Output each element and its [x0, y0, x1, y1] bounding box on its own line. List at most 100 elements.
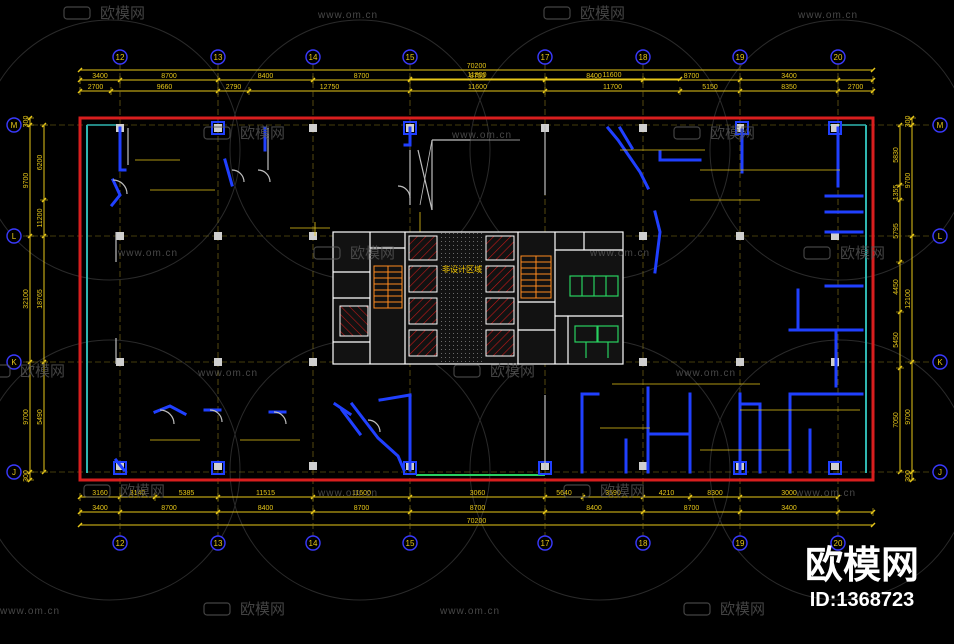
dim-top-row4: 2700 — [88, 84, 104, 91]
dim-bottom-row1: 3000 — [781, 490, 797, 497]
watermark-logo: 欧模网 — [240, 600, 285, 618]
grid-bubble-ring — [305, 535, 321, 551]
inner-dimension-details — [135, 149, 860, 451]
brand-big-text: 欧模网 — [805, 543, 919, 587]
grid-bubble-ring — [932, 117, 948, 133]
dim-top-row3: 3400 — [781, 73, 797, 80]
core-label: 非设计区域 — [442, 264, 482, 274]
dim-bottom-row1: 11515 — [256, 490, 275, 497]
grid-bubble-ring — [932, 464, 948, 480]
dim-bottom-row1: 3590 — [605, 490, 621, 497]
watermark-logo: 欧模网 — [720, 600, 765, 618]
column — [214, 462, 222, 470]
watermark-logo-icon — [563, 484, 591, 498]
watermark-logo-icon — [203, 602, 231, 616]
dim-right-outer: 12100 — [905, 289, 912, 309]
dim-top-row4: 11700 — [603, 84, 622, 91]
dim-right-outer: 300 — [905, 470, 912, 482]
partition-walls — [109, 125, 864, 474]
grid-bubble-ring — [6, 354, 22, 370]
column-casing — [828, 121, 842, 135]
grid-bubble-right-L: L — [938, 232, 943, 241]
dim-top-row4: 11600 — [468, 84, 487, 91]
grid-bubble-ring — [6, 228, 22, 244]
grid-bubble-bottom-18: 18 — [639, 539, 648, 548]
dim-top-row3: 8700 — [470, 73, 486, 80]
watermark-logo: 欧模网 — [710, 124, 755, 142]
watermark-url: www.om.cn — [197, 368, 258, 379]
grid-bubble-ring — [402, 49, 418, 65]
grid-bubble-bottom-15: 15 — [406, 539, 415, 548]
dim-bottom-row2: 8400 — [586, 505, 602, 512]
column — [214, 358, 222, 366]
watermark-url: www.om.cn — [0, 606, 60, 617]
dim-bottom-row2: 8400 — [258, 505, 274, 512]
dim-right-inner: 5450 — [893, 332, 900, 348]
dim-left-outer: 300 — [23, 116, 30, 128]
dim-top-row4: 8350 — [781, 84, 797, 91]
grid-bubble-top-18: 18 — [639, 53, 648, 62]
dim-top-row4: 5150 — [702, 84, 718, 91]
dim-bottom-row1: 3140 — [130, 490, 146, 497]
grid-bubble-ring — [830, 49, 846, 65]
dim-left-inner: 5490 — [37, 409, 44, 425]
dim-bottom-row2: 8700 — [470, 505, 486, 512]
column-casing — [211, 461, 225, 475]
central-core: 非设计区域 — [332, 231, 624, 365]
grid-bubble-ring — [537, 535, 553, 551]
dim-top-row3: 8400 — [586, 73, 602, 80]
dim-bottom-row2: 3400 — [92, 505, 108, 512]
dim-left-inner: 18765 — [37, 289, 44, 309]
dim-bottom-row1: 3160 — [92, 490, 108, 497]
grid-bubble-top-19: 19 — [736, 53, 745, 62]
watermark-url: www.om.cn — [317, 488, 378, 499]
watermark-logo: 欧模网 — [840, 244, 885, 262]
dim-top-total: 70200 — [467, 63, 487, 70]
column-casing — [828, 461, 842, 475]
column — [214, 124, 222, 132]
column — [116, 232, 124, 240]
dim-bottom-row1: 4210 — [659, 490, 675, 497]
brand-watermark: 欧模网 ID:1368723 — [805, 543, 919, 611]
stair-right — [520, 255, 552, 299]
grid-bubble-right-M: M — [937, 121, 944, 130]
watermark-logo-icon — [313, 246, 341, 260]
watermark-logo-icon — [673, 126, 701, 140]
watermark-logo-icon — [0, 364, 11, 378]
grid-bubble-top-14: 14 — [309, 53, 318, 62]
dimension-labels: 70200 11800 11600 3400 8700 8400 8700 8700 8400 8… — [23, 63, 912, 525]
dim-top-row3: 8700 — [354, 73, 370, 80]
dim-right-inner: 1355 — [893, 185, 900, 201]
dim-top-row2: 11600 — [603, 72, 622, 79]
column — [736, 358, 744, 366]
watermark-logo: 欧模网 — [100, 4, 145, 22]
grid-bubble-top-15: 15 — [406, 53, 415, 62]
watermark-logo: 欧模网 — [350, 244, 395, 262]
dim-bottom-row1: 8300 — [707, 490, 723, 497]
column — [116, 358, 124, 366]
grid-bubble-top-13: 13 — [214, 53, 223, 62]
dim-top-row4: 2700 — [848, 84, 864, 91]
dim-right-outer: 9700 — [905, 173, 912, 189]
column — [831, 462, 839, 470]
grid-bubble-ring — [6, 117, 22, 133]
dim-right-inner: 5795 — [893, 223, 900, 239]
dim-bottom-row1: 11600 — [352, 490, 371, 497]
dim-top-row3: 3400 — [92, 73, 108, 80]
grid-bubble-bottom-17: 17 — [541, 539, 550, 548]
column — [309, 358, 317, 366]
stair-left — [373, 265, 403, 309]
dim-top-row2: 11800 — [468, 72, 487, 79]
watermark-url: www.om.cn — [675, 368, 736, 379]
grid-bubble-top-17: 17 — [541, 53, 550, 62]
watermark-url: www.om.cn — [451, 130, 512, 141]
dim-left-outer: 32100 — [23, 289, 30, 309]
dim-top-row4: 2790 — [226, 84, 242, 91]
dim-bottom-row1: 3060 — [470, 490, 486, 497]
watermark-logo: 欧模网 — [120, 482, 165, 500]
dim-right-inner: 7050 — [893, 412, 900, 428]
grid-bubble-ring — [732, 49, 748, 65]
dim-right-outer: 300 — [905, 116, 912, 128]
